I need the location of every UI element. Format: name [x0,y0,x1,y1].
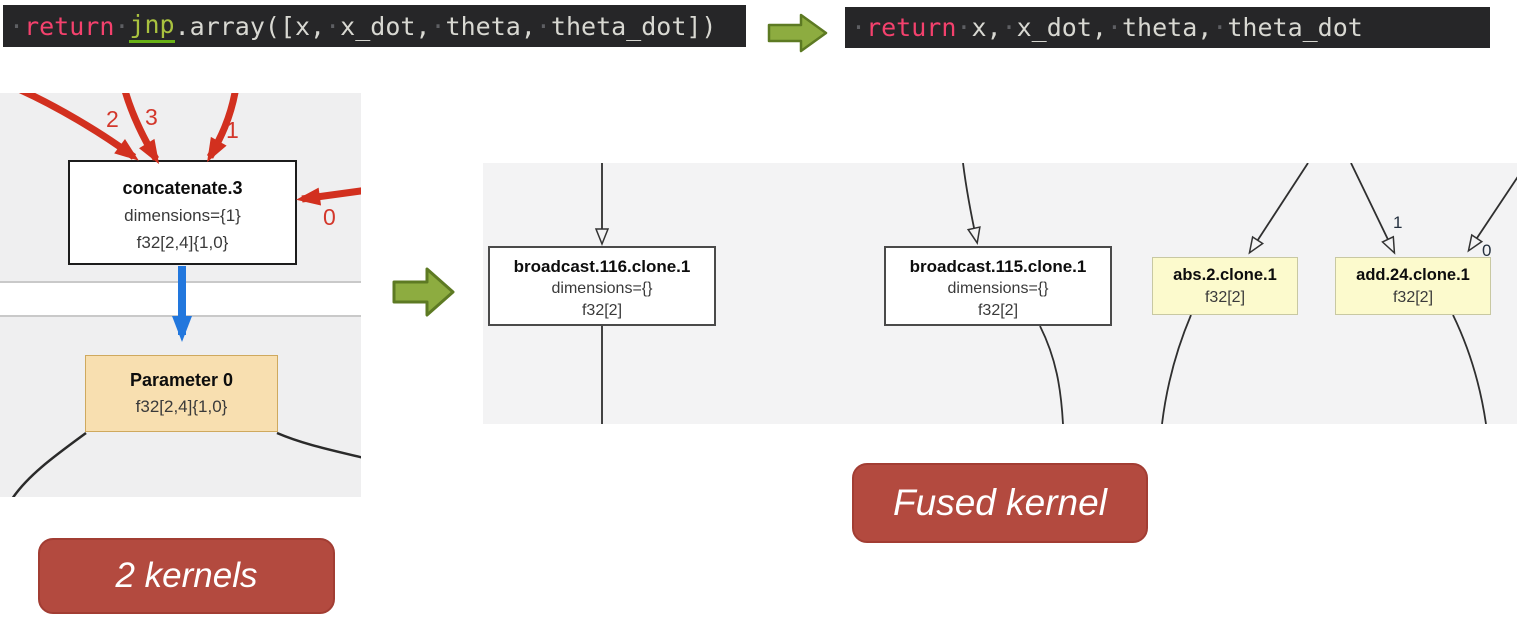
code-token-space: · [1106,13,1122,42]
edge-label-3: 3 [145,104,158,130]
node-title: abs.2.clone.1 [1173,266,1277,284]
node-attr: dimensions={1} [124,206,241,225]
graph-node-abs-2: abs.2.clone.1 f32[2] [1152,257,1298,315]
transform-arrow-icon [767,13,828,53]
code-token-space: · [430,11,446,41]
node-shape: f32[2,4]{1,0} [135,397,228,416]
code-token-space: · [851,13,867,42]
code-token-space: · [1212,13,1228,42]
annotation-text: 2 kernels [115,556,258,595]
edge-label-2: 2 [106,106,119,132]
code-token-module: jnp [129,10,175,43]
code-token-plain: x_dot, [1016,13,1107,42]
code-token-keyword: return [24,11,115,41]
node-shape: f32[2] [1204,289,1246,306]
node-title: broadcast.115.clone.1 [909,257,1087,276]
code-token-space: · [114,11,130,41]
graph-node-add-24: add.24.clone.1 f32[2] [1335,257,1491,315]
code-snippet-before: ·return·jnp.array([x,·x_dot,·theta,·thet… [3,5,746,47]
annotation-text: Fused kernel [893,482,1107,523]
node-title: add.24.clone.1 [1356,266,1470,284]
transform-arrow-icon [392,267,455,317]
code-token-plain: x_dot, [340,11,431,41]
graph-node-broadcast-116: broadcast.116.clone.1 dimensions={} f32[… [488,246,716,326]
code-snippet-after: ·return·x,·x_dot,·theta,·theta_dot [845,7,1490,48]
graph-node-broadcast-115: broadcast.115.clone.1 dimensions={} f32[… [884,246,1112,326]
code-token-space: · [1001,13,1017,42]
cluster-separator-band [0,281,361,317]
node-shape: f32[2] [977,302,1019,319]
code-token-plain: .array([x, [174,11,326,41]
code-token-plain: theta, [1121,13,1213,42]
node-title: broadcast.116.clone.1 [513,257,691,276]
code-token-plain: theta_dot]) [550,11,717,41]
graph-node-parameter0: Parameter 0 f32[2,4]{1,0} [85,355,278,432]
node-title: concatenate.3 [122,178,243,198]
code-token-plain: x, [971,13,1002,42]
edge-label-0: 0 [1482,241,1492,260]
code-token-keyword: return [866,13,957,42]
node-attr: dimensions={} [947,280,1049,297]
hlo-graph-fused: broadcast.116.clone.1 dimensions={} f32[… [483,163,1517,424]
node-shape: f32[2,4]{1,0} [136,233,229,252]
graph-node-concatenate: concatenate.3 dimensions={1} f32[2,4]{1,… [68,160,297,265]
node-shape: f32[2] [581,302,623,319]
edge-label-0: 0 [323,204,336,230]
edge-label-1: 1 [226,117,239,143]
edge-label-1: 1 [1393,213,1403,232]
code-token-plain: theta_dot [1227,13,1363,42]
code-token-space: · [9,11,25,41]
annotation-2-kernels: 2 kernels [38,538,335,614]
node-shape: f32[2] [1392,289,1434,306]
code-token-space: · [325,11,341,41]
node-title: Parameter 0 [129,370,234,390]
annotation-fused-kernel: Fused kernel [852,463,1148,543]
code-token-space: · [535,11,551,41]
code-token-space: · [956,13,972,42]
node-attr: dimensions={} [551,280,653,297]
hlo-graph-before: concatenate.3 dimensions={1} f32[2,4]{1,… [0,93,361,497]
code-token-plain: theta, [445,11,536,41]
